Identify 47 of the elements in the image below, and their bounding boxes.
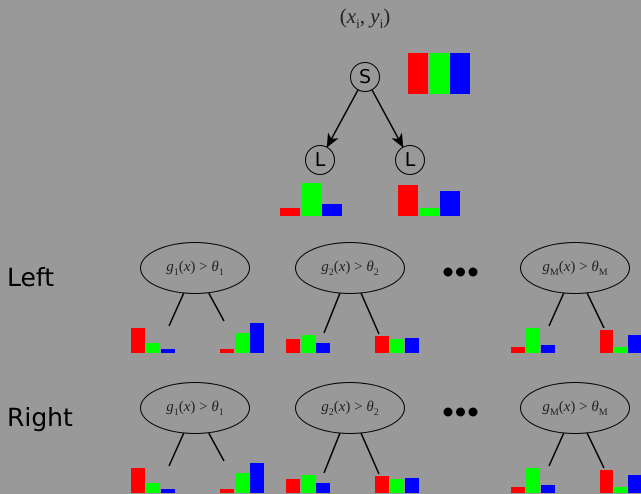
histogram-drawing [286,335,330,353]
histogram-drawing [131,328,175,353]
condition-text: g$_{2}$(x) > θ$_{2}$ [321,398,379,418]
connector-line [548,293,564,326]
condition-text: g$_{1}$(x) > θ$_{1}$ [166,258,224,278]
connector-line [208,432,225,462]
arrow [372,90,404,148]
connector-line [586,433,605,468]
histogram-drawing [220,323,264,353]
connector-line [168,293,184,326]
connector-line [360,293,380,334]
histogram-drawing [286,475,330,493]
sample-label: (x$_{i}$, y$_{i}$) [338,4,392,32]
condition-text: g$_{1}$(x) > θ$_{1}$ [166,398,224,418]
split-ellipse [520,382,630,434]
condition-text: g$_{M}$(x) > θ$_{M}$ [542,398,608,418]
split-ellipse [295,242,405,294]
condition-text: g$_{2}$(x) > θ$_{2}$ [321,258,379,278]
connector-line [586,293,605,328]
histogram-drawing [375,336,419,353]
histogram-drawing [511,468,555,493]
split-ellipse [140,242,250,294]
connector-line [208,292,225,322]
split-ellipse [140,382,250,434]
histogram-drawing [375,476,419,493]
connector-line [323,433,340,474]
state-circle [305,145,335,175]
histogram-drawing [600,470,641,493]
row-label: Right [7,405,73,430]
histogram-drawing [131,468,175,493]
state-circle [350,62,380,92]
condition-text: g$_{M}$(x) > θ$_{M}$ [542,258,608,278]
histogram-drawing [600,330,641,353]
row-label: Left [7,265,54,290]
connector-line [323,293,340,334]
histogram-drawing [220,463,264,493]
connector-line [168,433,184,466]
arrow [326,90,358,148]
state-circle [395,145,425,175]
node-label: L [314,150,326,170]
node-label: S [358,68,372,86]
connector-line [360,433,380,474]
split-ellipse [520,242,630,294]
histogram-drawing [511,328,555,353]
split-ellipse [295,382,405,434]
connector-line [548,433,564,466]
node-label: L [404,150,416,170]
